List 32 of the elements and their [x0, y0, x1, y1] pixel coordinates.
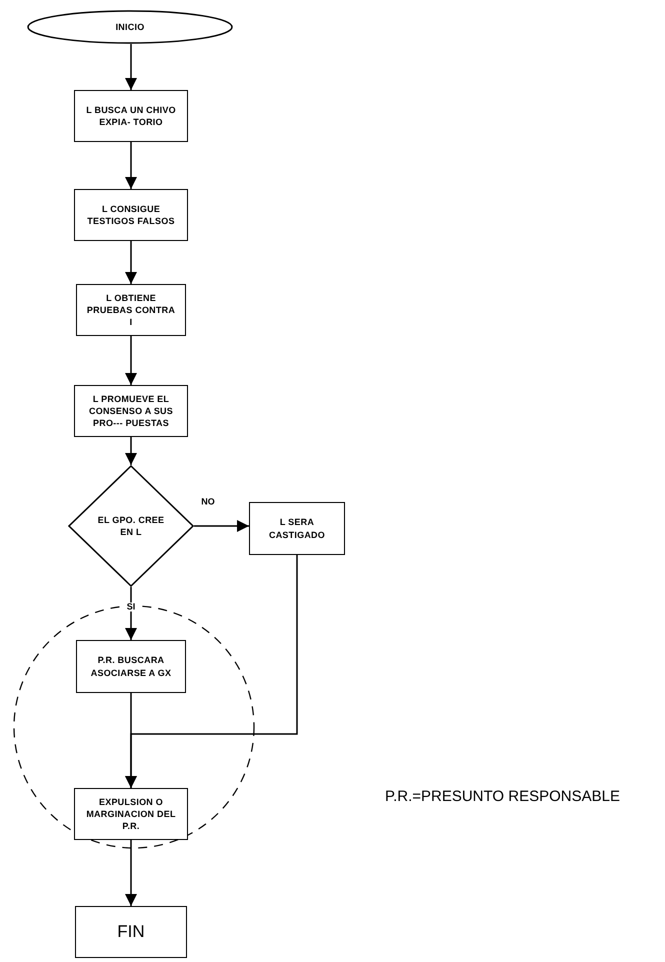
process-box: [74, 189, 188, 241]
arrow: [125, 336, 137, 385]
step-text: L SERA CASTIGADO: [268, 516, 326, 541]
edge-label: NO: [199, 498, 217, 506]
process-box: [74, 385, 188, 437]
end-box: [75, 906, 187, 958]
step-text: L BUSCA UN CHIVO EXPIA- TORIO: [85, 104, 177, 128]
step-text: P.R. BUSCARA ASOCIARSE A GX: [90, 654, 172, 679]
edge-label: SI: [124, 602, 138, 612]
arrow: [125, 44, 137, 90]
process-box: [76, 640, 186, 693]
arrow: [125, 437, 137, 465]
step-text: EL GPO. CREE EN L: [96, 514, 166, 538]
dashed-circle: [13, 605, 255, 849]
process-box: [76, 284, 186, 336]
step-text: INICIO: [116, 20, 144, 34]
end-label: FIN: [117, 921, 145, 944]
arrow: [125, 241, 137, 284]
start-ellipse: [27, 10, 233, 44]
arrow: [125, 142, 137, 189]
decision-diamond: [68, 465, 194, 587]
step-text: L CONSIGUE TESTIGOS FALSOS: [86, 202, 176, 228]
step-text: EXPULSION O MARGINACION DEL P.R.: [85, 796, 177, 832]
step-text: L OBTIENE PRUEBAS CONTRA I: [86, 292, 176, 328]
arrow: [194, 520, 249, 532]
step-text: L PROMUEVE EL CONSENSO A SUS PRO--- PUESTAS: [88, 392, 174, 430]
process-box: [74, 788, 188, 840]
process-box: [74, 90, 188, 142]
arrow: [125, 840, 137, 906]
arrow: [125, 555, 298, 788]
process-box: [249, 502, 345, 555]
legend-note: P.R.=PRESUNTO RESPONSABLE: [385, 787, 620, 807]
